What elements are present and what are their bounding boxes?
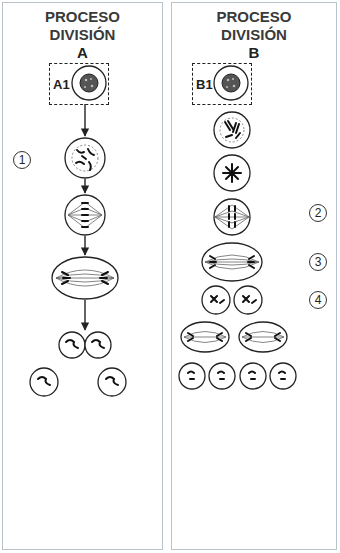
cell-nucleus [72, 145, 98, 171]
callout-number: 4 [309, 291, 327, 309]
cell-outline [72, 66, 106, 100]
flow-arrow [84, 179, 85, 193]
panel-heading: PROCESO DIVISIÓN [208, 8, 300, 44]
cell-outline [214, 199, 250, 235]
chromosomes [210, 256, 254, 268]
spindle-fibres [242, 332, 284, 343]
spindle-fibres [56, 270, 114, 286]
dashed-box: A1 [49, 63, 109, 105]
cell-outline [214, 112, 250, 148]
chromosomes [38, 377, 118, 385]
cell-nucleus [85, 79, 88, 82]
spindle-fibres [205, 255, 259, 269]
cell-outline [240, 363, 266, 389]
cell-nucleus [91, 85, 94, 88]
division-panel: PROCESO DIVISIÓNA A1 [2, 2, 163, 550]
cell-outline [65, 138, 105, 178]
cell-outline [209, 363, 235, 389]
cell-outline [202, 243, 262, 281]
chromosomes [229, 206, 235, 227]
callout-number: 3 [309, 253, 327, 271]
cell-outline [30, 368, 58, 396]
dashed-box: B1 [192, 63, 252, 105]
cell-outline [30, 66, 296, 396]
callout-number: 1 [13, 151, 31, 169]
flow-arrow [84, 236, 85, 255]
chromosomes [223, 164, 241, 182]
cell-nucleus [227, 79, 230, 82]
cell-nucleus [84, 86, 86, 88]
cell-nucleus [72, 74, 244, 171]
cell-outline [65, 195, 105, 235]
cell-outline [179, 363, 205, 389]
chromosomes [62, 272, 108, 284]
chromosomes [66, 340, 104, 348]
flow-arrow [84, 300, 85, 330]
chromosomes [82, 203, 88, 227]
callout-number: 2 [309, 204, 327, 222]
panel-letter: B [172, 44, 336, 62]
cell-outline [85, 332, 111, 358]
panel-heading: PROCESO DIVISIÓN [37, 8, 129, 44]
cell-nucleus [220, 118, 244, 142]
cell-outline [214, 155, 250, 191]
spindle-fibres [56, 202, 284, 343]
spindle-fibres [215, 205, 249, 229]
cell-outline [214, 66, 248, 100]
cell-nucleus [226, 86, 228, 88]
cell-nucleus [232, 78, 234, 80]
cell-outline [270, 363, 296, 389]
spindle-fibres [68, 202, 102, 228]
cell-outline [181, 322, 229, 352]
flow-arrow [84, 104, 85, 136]
cell-outline [59, 332, 85, 358]
spindle-fibres [184, 332, 226, 343]
panel-letter: A [3, 44, 162, 62]
chromosomes [38, 121, 285, 385]
chromosomes [211, 296, 256, 303]
chromosomes [76, 149, 94, 170]
chromosomes [188, 372, 285, 380]
stage-label: B1 [196, 77, 213, 92]
stage-label: A1 [53, 77, 70, 92]
division-panel: PROCESO DIVISIÓNB B1 [171, 2, 337, 550]
cell-outline [98, 368, 126, 396]
cell-outline [239, 322, 287, 352]
cell-outline [52, 257, 118, 299]
chromosomes [188, 333, 280, 341]
cell-nucleus [80, 74, 98, 92]
cell-nucleus [90, 78, 92, 80]
cell-nucleus [233, 85, 236, 88]
chromosomes [225, 121, 240, 138]
cell-nucleus [222, 74, 240, 92]
